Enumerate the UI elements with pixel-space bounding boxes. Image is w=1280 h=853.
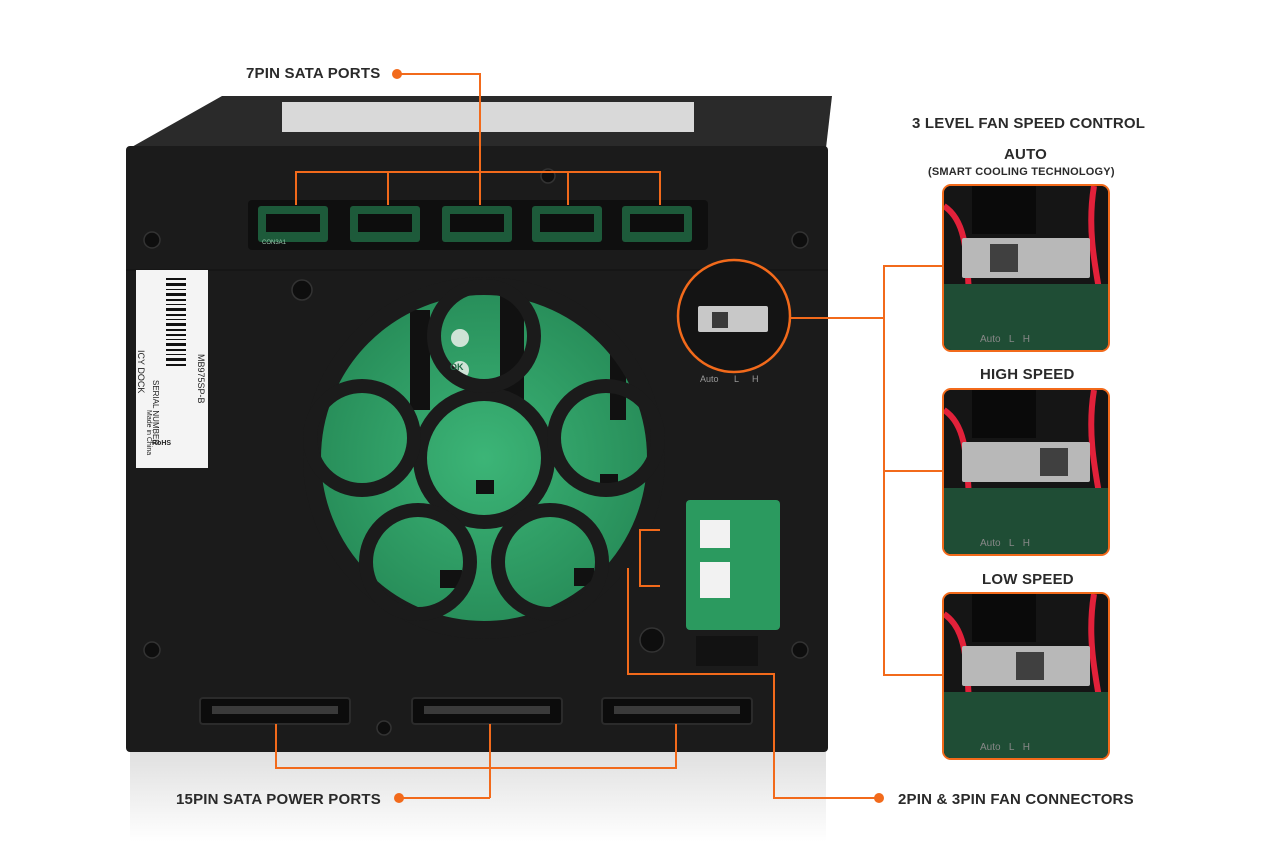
sata-port [532, 206, 602, 242]
low-speed-inset: Auto L H [942, 592, 1110, 760]
screws [143, 168, 809, 736]
auto-inset: Auto L H [942, 184, 1110, 352]
callout-dot-sata [392, 69, 402, 79]
product-sticker [136, 270, 208, 468]
sata-connector-mark: CON3A1 [262, 240, 287, 246]
pcb-through-grille [312, 286, 656, 630]
label-fan-control-title: 3 LEVEL FAN SPEED CONTROL [912, 115, 1146, 132]
svg-text:Auto L H: Auto L H [980, 538, 1030, 549]
callout-dot-power [394, 793, 404, 803]
sticker-serial: SERIAL NUMBER [151, 380, 160, 446]
leader-lines [275, 73, 942, 799]
switch-pos-auto: Auto [700, 374, 719, 384]
switch-pos-l: L [734, 374, 740, 384]
sata-port [622, 206, 692, 242]
label-power-ports: 15PIN SATA POWER PORTS [176, 791, 381, 808]
sata-port [350, 206, 420, 242]
label-fan-connectors: 2PIN & 3PIN FAN CONNECTORS [898, 791, 1134, 808]
sata-data-ports [258, 206, 692, 242]
sata-port [258, 206, 328, 242]
sata-port [442, 206, 512, 242]
high-speed-inset: Auto L H [942, 388, 1110, 556]
label-auto: AUTO [1004, 146, 1048, 163]
label-sata-ports: 7PIN SATA PORTS [246, 65, 381, 82]
callout-dot-fan [874, 793, 884, 803]
svg-text:Auto L H: Auto L H [980, 742, 1030, 753]
sticker-origin: Made in China [145, 410, 152, 456]
fan-grille [303, 277, 665, 639]
label-high-speed: HIGH SPEED [980, 366, 1075, 383]
label-low-speed: LOW SPEED [982, 571, 1074, 588]
sticker-model: MB975SP-B [196, 354, 206, 404]
svg-text:Auto L H: Auto L H [980, 334, 1030, 345]
sticker-brand: ICY DOCK [136, 350, 146, 394]
sticker-rohs: RoHS [152, 440, 172, 447]
top-label-panel [282, 102, 694, 132]
switch-pos-h: H [752, 374, 759, 384]
pcb-ok-mark: OK [450, 362, 464, 372]
label-auto-sub: (SMART COOLING TECHNOLOGY) [928, 166, 1115, 178]
